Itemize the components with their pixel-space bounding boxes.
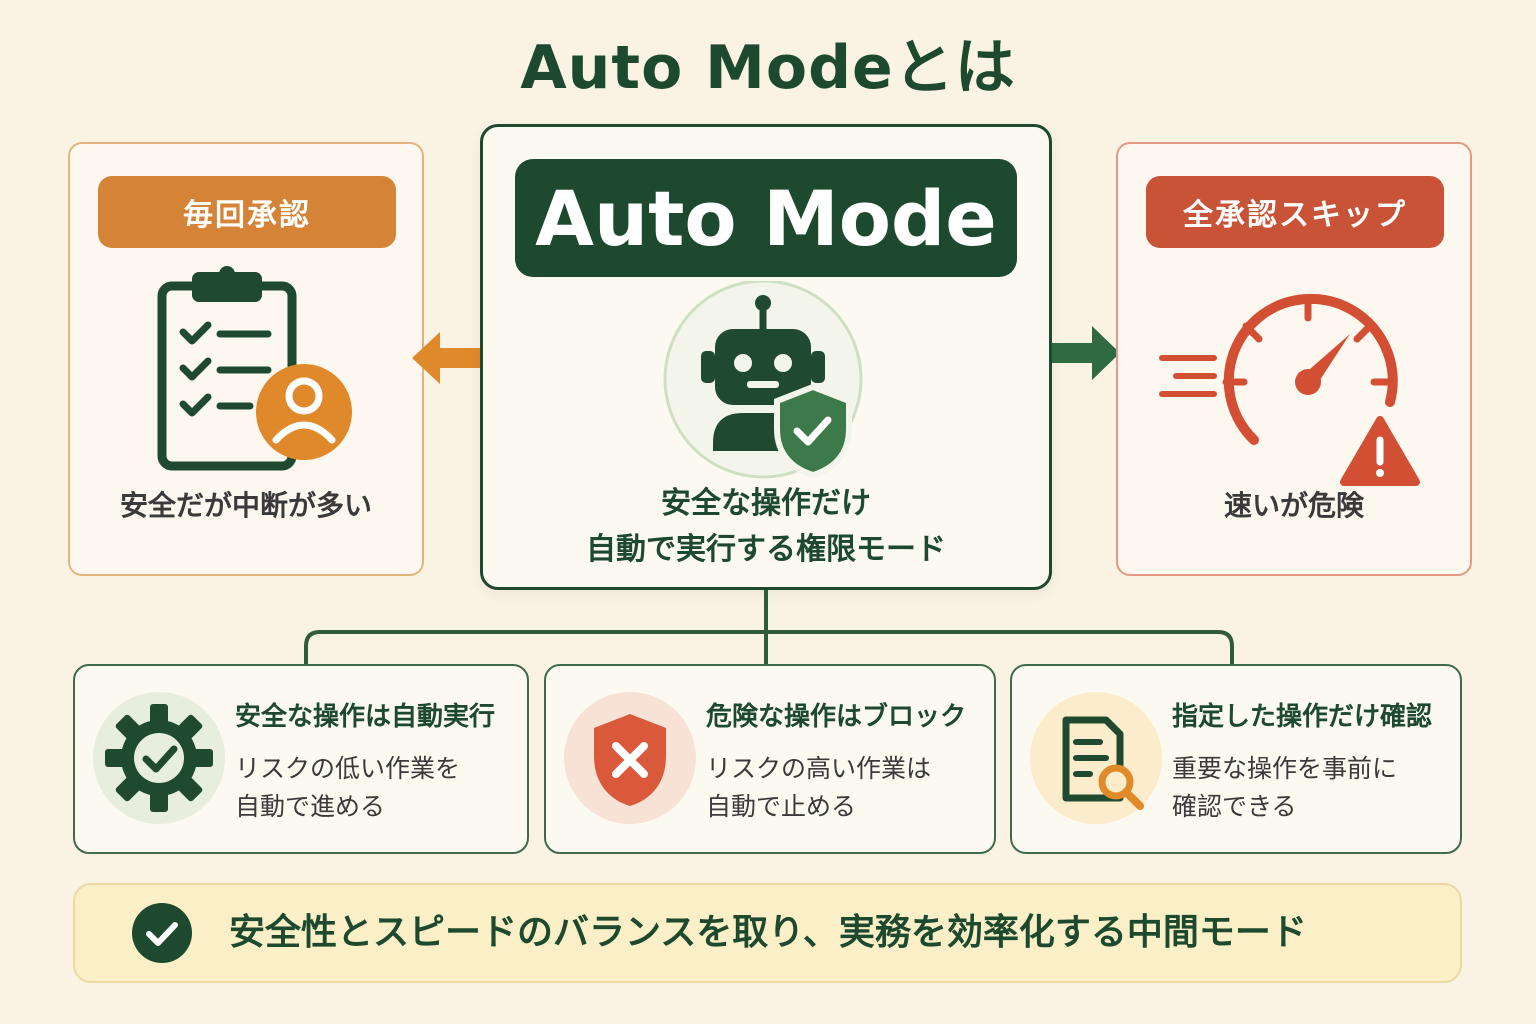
feature-card-block: 危険な操作はブロック リスクの高い作業は 自動で止める <box>544 664 996 854</box>
left-arrow-icon <box>412 332 480 384</box>
gear-check-icon <box>93 692 225 824</box>
auto-mode-description: 安全な操作だけ 自動で実行する権限モード <box>586 486 946 567</box>
clipboard-user-icon <box>157 266 352 471</box>
feature-card-confirm: 指定した操作だけ確認 重要な操作を事前に 確認できる <box>1010 664 1462 854</box>
skip-all-approvals-caption: 速いが危険 <box>1223 489 1364 522</box>
check-circle-icon <box>132 903 192 963</box>
approve-every-time-badge: 毎回承認 <box>98 176 396 248</box>
speedometer-warning-icon <box>1159 293 1420 486</box>
card-title: 安全な操作は自動実行 <box>235 702 496 732</box>
auto-mode-panel: Auto Mode 安全な操作だけ 自動で実行する権限モード <box>480 124 1052 590</box>
approve-every-time-caption: 安全だが中断が多い <box>119 489 372 522</box>
feature-card-auto-execute: 安全な操作は自動実行 リスクの低い作業を 自動で進める <box>73 664 529 854</box>
summary-banner: 安全性とスピードのバランスを取り、実務を効率化する中間モード <box>73 883 1462 983</box>
right-arrow-icon <box>1052 326 1120 380</box>
card-title: 危険な操作はブロック <box>706 702 967 732</box>
skip-all-approvals-badge: 全承認スキップ <box>1146 176 1444 248</box>
robot-shield-icon <box>663 281 863 479</box>
document-search-icon <box>1030 692 1162 824</box>
auto-mode-badge: Auto Mode <box>515 159 1017 277</box>
card-description: 重要な操作を事前に 確認できる <box>1172 754 1398 821</box>
card-description: リスクの高い作業は 自動で止める <box>706 754 932 821</box>
card-title: 指定した操作だけ確認 <box>1172 702 1433 732</box>
card-description: リスクの低い作業を 自動で進める <box>235 754 461 821</box>
shield-x-icon <box>564 692 696 824</box>
summary-text: 安全性とスピードのバランスを取り、実務を効率化する中間モード <box>229 912 1307 953</box>
skip-all-approvals-panel: 全承認スキップ 速いが危険 <box>1116 142 1472 576</box>
page-title: Auto Modeとは <box>520 33 1016 103</box>
approve-every-time-panel: 毎回承認 安全だが中断が多い <box>68 142 424 576</box>
